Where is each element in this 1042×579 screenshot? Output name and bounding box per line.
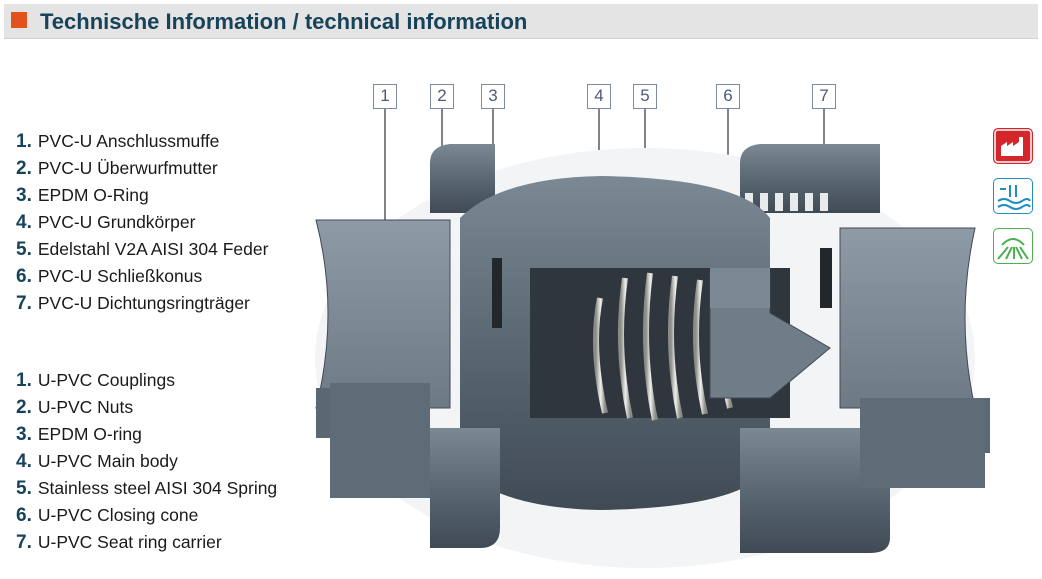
legend-item-number: 7. (16, 532, 32, 553)
legend-item-text: PVC-U Dichtungsringträger (37, 293, 250, 313)
legend-item-text: PVC-U Grundkörper (37, 212, 196, 232)
callout-4: 4 (587, 84, 611, 109)
check-valve-cutaway-illustration (315, 144, 990, 568)
callout-3: 3 (481, 84, 505, 109)
legend-item-text: EPDM O-ring (37, 424, 142, 444)
left-nut-lower (430, 428, 500, 548)
legend-item: 3.EPDM O-ring (16, 421, 277, 448)
section-header: Technische Information / technical infor… (4, 4, 1038, 39)
legend-item-text: Edelstahl V2A AISI 304 Feder (37, 239, 269, 259)
legend-item-text: U-PVC Seat ring carrier (37, 532, 222, 552)
legend-item-text: U-PVC Main body (37, 451, 178, 471)
legend-item-text: U-PVC Closing cone (37, 505, 199, 525)
legend-item-number: 5. (16, 478, 32, 499)
legend-german: 1.PVC-U Anschlussmuffe 2.PVC-U Überwurfm… (16, 128, 268, 317)
legend-item-number: 7. (16, 293, 32, 314)
legend-item: 6.PVC-U Schließkonus (16, 263, 268, 290)
legend-item-text: PVC-U Anschlussmuffe (37, 131, 220, 151)
left-coupling-outer (330, 383, 430, 498)
legend-item-number: 3. (16, 424, 32, 445)
right-coupling (839, 227, 976, 409)
legend-item-number: 2. (16, 158, 32, 179)
legend-item: 7.PVC-U Dichtungsringträger (16, 290, 268, 317)
callout-5: 5 (633, 84, 657, 109)
legend-item-text: U-PVC Nuts (37, 397, 134, 417)
legend-item-text: PVC-U Überwurfmutter (37, 158, 218, 178)
legend-item: 4.PVC-U Grundkörper (16, 209, 268, 236)
legend-item-number: 4. (16, 451, 32, 472)
legend-item-text: U-PVC Couplings (37, 370, 175, 390)
legend-item-number: 2. (16, 397, 32, 418)
callout-7: 7 (812, 84, 836, 109)
legend-item-number: 6. (16, 266, 32, 287)
legend-item: 1.PVC-U Anschlussmuffe (16, 128, 268, 155)
o-ring-left (492, 258, 502, 328)
legend-english: 1.U-PVC Couplings 2.U-PVC Nuts 3.EPDM O-… (16, 367, 277, 556)
right-nut-lower (740, 428, 890, 553)
legend-item-text: EPDM O-Ring (37, 185, 149, 205)
legend-item: 3.EPDM O-Ring (16, 182, 268, 209)
legend-item: 4.U-PVC Main body (16, 448, 277, 475)
legend-item-number: 5. (16, 239, 32, 260)
right-coupling-outer (860, 398, 985, 488)
legend-item-number: 4. (16, 212, 32, 233)
left-coupling (315, 219, 451, 409)
callout-2: 2 (430, 84, 454, 109)
legend-item: 1.U-PVC Couplings (16, 367, 277, 394)
legend-item: 2.U-PVC Nuts (16, 394, 277, 421)
legend-item: 5.Stainless steel AISI 304 Spring (16, 475, 277, 502)
industry-icon (993, 128, 1033, 164)
legend-item-number: 3. (16, 185, 32, 206)
callout-1: 1 (373, 84, 397, 109)
legend-item-text: Stainless steel AISI 304 Spring (37, 478, 278, 498)
callout-6: 6 (716, 84, 740, 109)
legend-item-number: 6. (16, 505, 32, 526)
o-ring-right (820, 248, 832, 308)
legend-item: 2.PVC-U Überwurfmutter (16, 155, 268, 182)
legend-item: 7.U-PVC Seat ring carrier (16, 529, 277, 556)
irrigation-icon (993, 228, 1033, 264)
header-accent-square (11, 12, 27, 28)
legend-item-number: 1. (16, 131, 32, 152)
page-title: Technische Information / technical infor… (40, 9, 528, 34)
legend-item-number: 1. (16, 370, 32, 391)
closing-cone-head (710, 268, 770, 308)
left-nut-upper (430, 144, 495, 213)
water-treatment-icon (993, 178, 1033, 214)
legend-item: 6.U-PVC Closing cone (16, 502, 277, 529)
legend-item: 5.Edelstahl V2A AISI 304 Feder (16, 236, 268, 263)
legend-item-text: PVC-U Schließkonus (37, 266, 203, 286)
